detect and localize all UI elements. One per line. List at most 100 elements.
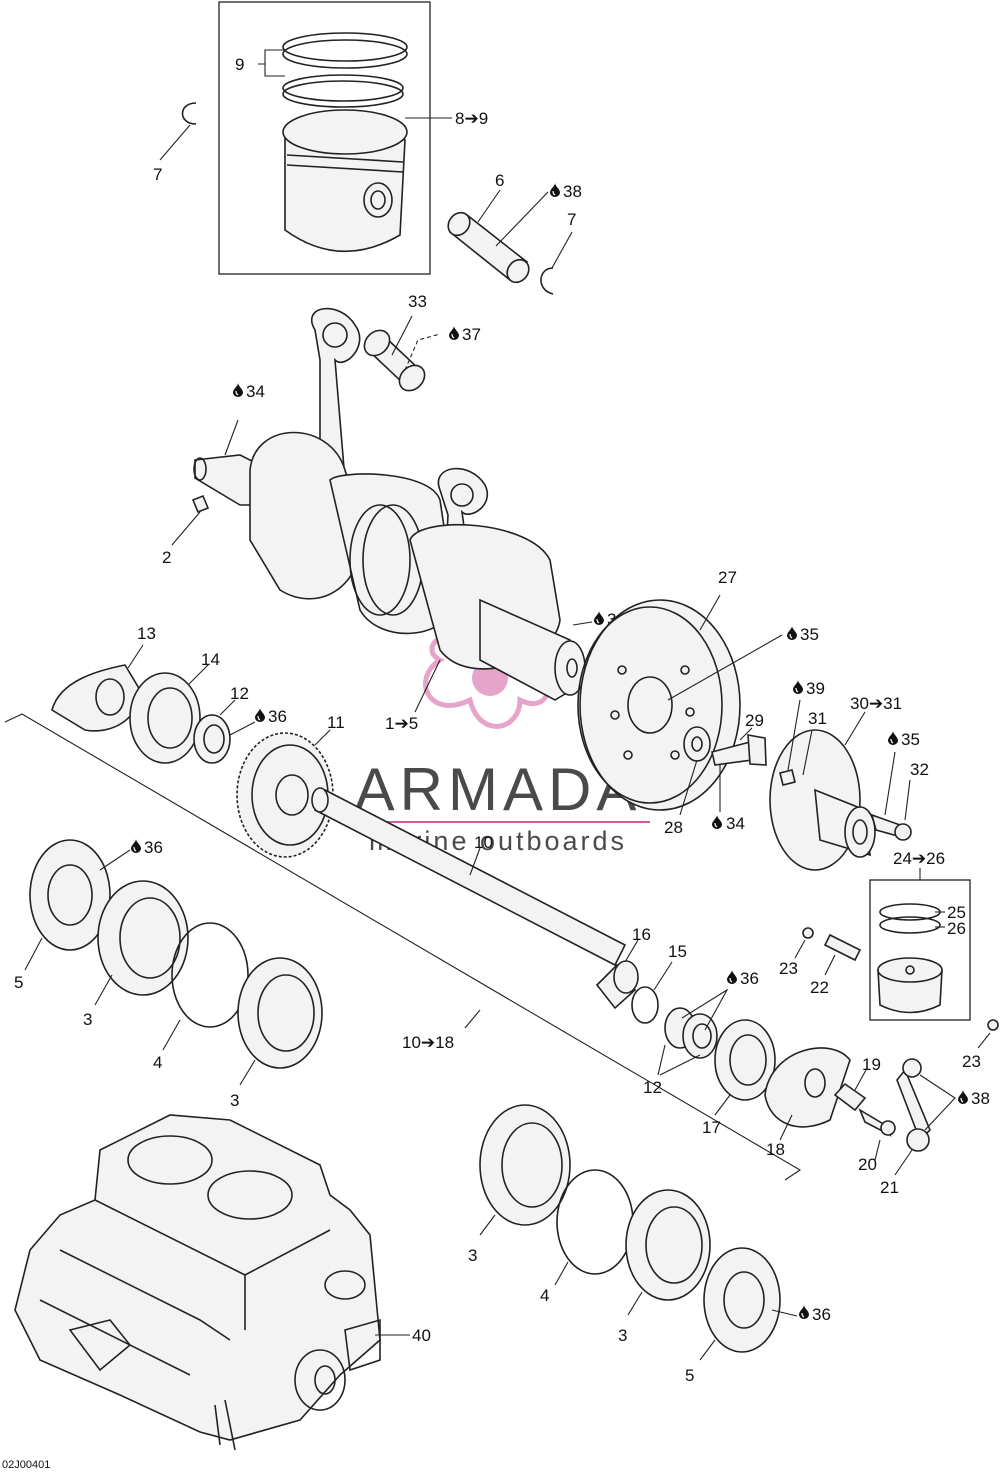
label-23-b: 23 <box>962 1052 981 1071</box>
label-40: 40 <box>412 1326 431 1345</box>
label-14: 14 <box>201 650 220 669</box>
label-24-26: 24➔26 <box>893 849 945 868</box>
label-8-9: 8➔9 <box>455 109 488 128</box>
label-15: 15 <box>668 942 687 961</box>
label-1-5: 1➔5 <box>385 714 418 733</box>
crankshaft-assembly <box>193 307 586 701</box>
label-38-top: 38 <box>563 182 582 201</box>
label-25: 25 <box>947 903 966 922</box>
label-2: 2 <box>162 548 171 567</box>
piston-kit-box <box>218 1 431 275</box>
label-4-b: 4 <box>540 1286 549 1305</box>
small-conrod-21 <box>896 1058 931 1152</box>
label-12-bottom: 12 <box>643 1078 662 1097</box>
seal-ring-12 <box>193 714 231 764</box>
label-23-a: 23 <box>779 959 798 978</box>
label-7-right: 7 <box>567 210 576 229</box>
label-29: 29 <box>745 711 764 730</box>
washer <box>683 726 711 762</box>
bearing-17 <box>714 1019 776 1101</box>
lubricant-drop-icon <box>550 183 560 197</box>
label-27: 27 <box>718 568 737 587</box>
piston-rings <box>282 32 408 108</box>
label-4-a: 4 <box>153 1053 162 1072</box>
thrust-washer-15 <box>631 986 659 1024</box>
label-31: 31 <box>808 709 827 728</box>
seal-pair-12 <box>664 1007 718 1059</box>
label-32: 32 <box>910 760 929 779</box>
nut <box>779 769 796 786</box>
needle-bearing-16 <box>595 960 639 1010</box>
flywheel-bolt <box>711 734 767 766</box>
needle-bearing <box>363 329 426 392</box>
pin-19 <box>833 1082 867 1112</box>
lubricant-drop-icon <box>131 839 141 853</box>
label-10-18: 10➔18 <box>402 1033 454 1052</box>
drive-shaft <box>311 787 627 967</box>
label-3-d: 3 <box>618 1326 627 1345</box>
lubricant-drop-icon <box>594 611 604 625</box>
counterweight <box>51 664 141 732</box>
lubricant-drop-icon <box>799 1305 809 1319</box>
snap-ring-a <box>171 922 249 1028</box>
counterweight-18 <box>764 1047 851 1128</box>
label-5-right: 5 <box>685 1366 694 1385</box>
label-34-top: 34 <box>246 382 265 401</box>
engine-block <box>14 1114 381 1451</box>
label-36-top: 36 <box>268 707 287 726</box>
oil-seal-right <box>703 1247 781 1353</box>
label-18: 18 <box>766 1140 785 1159</box>
lubricant-drop-icon <box>255 708 265 722</box>
label-16: 16 <box>632 925 651 944</box>
label-36-left: 36 <box>144 838 163 857</box>
label-17: 17 <box>702 1118 721 1137</box>
clip-23-a <box>802 927 814 939</box>
label-33: 33 <box>408 292 427 311</box>
label-35-right: 35 <box>901 730 920 749</box>
flywheel <box>577 599 741 811</box>
lubricant-drop-icon <box>449 326 459 340</box>
label-38-right: 38 <box>971 1089 990 1108</box>
lubricant-drop-icon <box>727 970 737 984</box>
label-34-low: 34 <box>726 814 745 833</box>
piston-pin <box>447 211 530 284</box>
label-19: 19 <box>862 1055 881 1074</box>
shaft-group-bracket <box>4 713 802 1181</box>
oil-seal-left <box>29 839 111 951</box>
label-13: 13 <box>137 624 156 643</box>
label-36-mid: 36 <box>740 969 759 988</box>
pin-22 <box>823 933 862 962</box>
circlip-left <box>181 102 197 125</box>
lubricant-drop-icon <box>233 383 243 397</box>
small-piston-rings <box>879 903 941 934</box>
label-11: 11 <box>327 713 345 732</box>
ball-bearing-b <box>237 957 323 1069</box>
label-6: 6 <box>495 171 504 190</box>
label-21: 21 <box>880 1178 899 1197</box>
clip-23-b <box>987 1019 999 1031</box>
lubricant-drop-icon <box>958 1090 968 1104</box>
label-12-top: 12 <box>230 684 249 703</box>
lubricant-drop-icon <box>888 731 898 745</box>
ball-bearing-d <box>625 1189 711 1301</box>
label-28: 28 <box>664 818 683 837</box>
label-10: 10 <box>474 833 493 852</box>
piston <box>282 109 408 253</box>
watermark-brand: ARMADA <box>355 756 642 823</box>
label-3-a: 3 <box>83 1010 92 1029</box>
lubricant-drop-icon <box>712 815 722 829</box>
label-3-b: 3 <box>230 1091 239 1110</box>
bearing-14 <box>129 672 201 764</box>
small-piston <box>877 957 943 1014</box>
label-39: 39 <box>806 679 825 698</box>
label-7-left: 7 <box>153 165 162 184</box>
label-20: 20 <box>858 1155 877 1174</box>
lubricant-drop-icon <box>793 680 803 694</box>
ball-bearing-a <box>97 880 189 996</box>
label-37: 37 <box>462 325 481 344</box>
label-3-c: 3 <box>468 1246 477 1265</box>
label-26: 26 <box>947 919 966 938</box>
lubricant-drop-icon <box>787 626 797 640</box>
label-30-31: 30➔31 <box>850 694 902 713</box>
